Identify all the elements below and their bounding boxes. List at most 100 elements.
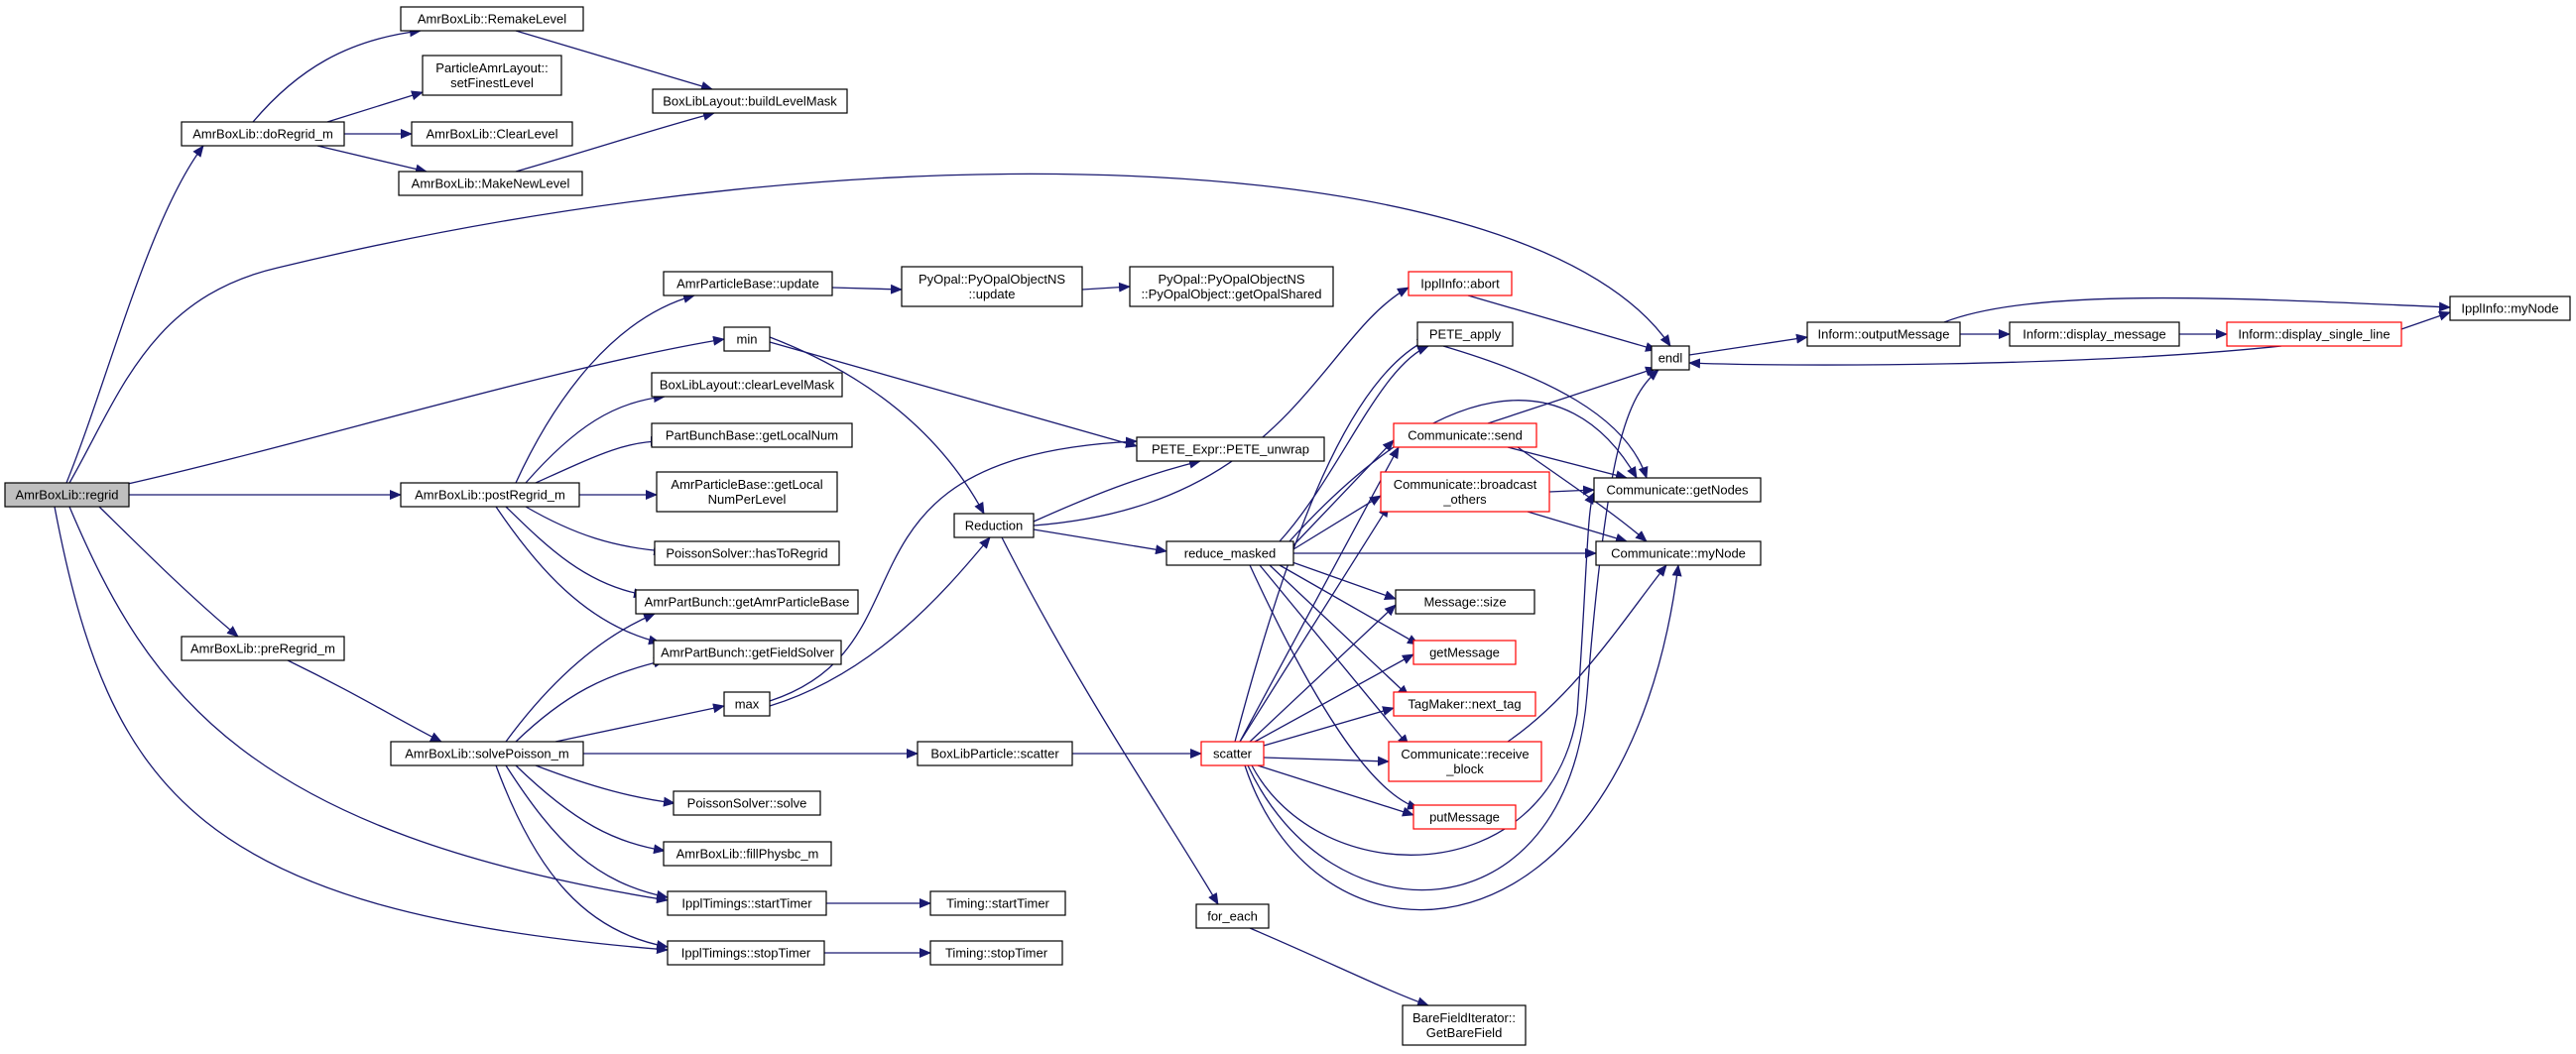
- node-endl[interactable]: endl: [1651, 345, 1690, 371]
- node-getFS[interactable]: AmrPartBunch::getFieldSolver: [653, 640, 842, 665]
- node-box: [1395, 589, 1535, 615]
- node-reduceMasked[interactable]: reduce_masked: [1165, 540, 1294, 566]
- node-broadcast[interactable]: Communicate::broadcast_others: [1380, 471, 1550, 513]
- node-setFinest[interactable]: ParticleAmrLayout::setFinestLevel: [422, 55, 562, 96]
- node-forEach[interactable]: for_each: [1195, 903, 1270, 929]
- node-getMsg[interactable]: getMessage: [1412, 640, 1517, 665]
- node-clearLevel[interactable]: AmrBoxLib::ClearLevel: [411, 121, 573, 147]
- node-box: [663, 841, 832, 867]
- node-box: [656, 471, 838, 513]
- node-min[interactable]: min: [723, 326, 771, 352]
- edge-makeNew-to-buildMask: [515, 111, 715, 173]
- edge-scatter-to-recvBlock: [1263, 756, 1390, 766]
- node-remake[interactable]: AmrBoxLib::RemakeLevel: [400, 6, 584, 32]
- node-box: [1393, 422, 1537, 448]
- edge-dispSingle-to-endl: [1688, 345, 2282, 369]
- node-preRegrid[interactable]: AmrBoxLib::preRegrid_m: [181, 636, 345, 661]
- node-box: [929, 940, 1063, 966]
- node-ampUpdate[interactable]: AmrParticleBase::update: [663, 271, 833, 296]
- edge-peteApply-to-getNodes: [1442, 345, 1649, 479]
- node-reduction[interactable]: Reduction: [953, 513, 1035, 538]
- node-box: [663, 271, 833, 296]
- node-label: AmrPartBunch::getFieldSolver: [661, 645, 835, 660]
- edge-regrid-to-endl: [68, 173, 1671, 484]
- node-psSolve[interactable]: PoissonSolver::solve: [673, 790, 821, 816]
- edge-preRegrid-to-solvePoisson: [287, 659, 442, 743]
- node-recvBlock[interactable]: Communicate::receive_block: [1388, 741, 1542, 782]
- node-label: Timing::startTimer: [946, 896, 1049, 911]
- node-getAmrPB[interactable]: AmrPartBunch::getAmrParticleBase: [635, 589, 859, 615]
- node-blpScatter[interactable]: BoxLibParticle::scatter: [917, 741, 1073, 766]
- node-label: ::update: [969, 287, 1016, 301]
- edge-scatter-to-myNodeC: [1244, 564, 1682, 911]
- node-label: getMessage: [1429, 645, 1500, 660]
- node-box: [398, 171, 583, 196]
- node-hasToRegrid[interactable]: PoissonSolver::hasToRegrid: [654, 540, 840, 566]
- node-putMsg[interactable]: putMessage: [1412, 804, 1517, 830]
- node-myNodeI[interactable]: IpplInfo::myNode: [2449, 295, 2571, 321]
- node-label: AmrBoxLib::RemakeLevel: [418, 12, 566, 27]
- node-unwrap[interactable]: PETE_Expr::PETE_unwrap: [1136, 436, 1325, 462]
- node-bareField[interactable]: BareFieldIterator::GetBareField: [1402, 1004, 1527, 1046]
- edge-postRegrid-to-getFS: [495, 506, 661, 645]
- node-box: [1416, 321, 1514, 347]
- node-tStart[interactable]: Timing::startTimer: [929, 890, 1066, 916]
- node-peteApply[interactable]: PETE_apply: [1416, 321, 1514, 347]
- node-label: AmrBoxLib::preRegrid_m: [190, 642, 335, 656]
- node-box: [1393, 691, 1536, 717]
- edge-scatter-to-putMsg: [1257, 764, 1414, 817]
- node-makeNew[interactable]: AmrBoxLib::MakeNewLevel: [398, 171, 583, 196]
- node-postRegrid[interactable]: AmrBoxLib::postRegrid_m: [400, 482, 580, 508]
- edge-solvePoisson-to-psSolve: [535, 764, 675, 807]
- node-pyUpdate[interactable]: PyOpal::PyOpalObjectNS::update: [901, 266, 1083, 307]
- edge-max-to-unwrap: [769, 436, 1138, 702]
- edge-min-to-reduction: [769, 336, 985, 515]
- node-box: [901, 266, 1083, 307]
- node-fillPhys[interactable]: AmrBoxLib::fillPhysbc_m: [663, 841, 832, 867]
- node-scatter[interactable]: scatter: [1200, 741, 1265, 766]
- node-label: Timing::stopTimer: [945, 946, 1048, 961]
- node-abort[interactable]: IpplInfo::abort: [1408, 271, 1513, 296]
- node-label: BoxLibLayout::clearLevelMask: [660, 378, 835, 393]
- node-label: AmrBoxLib::solvePoisson_m: [405, 747, 568, 761]
- node-solvePoisson[interactable]: AmrBoxLib::solvePoisson_m: [390, 741, 584, 766]
- node-dispSingle[interactable]: Inform::display_single_line: [2226, 321, 2402, 347]
- node-localNum[interactable]: PartBunchBase::getLocalNum: [651, 422, 853, 448]
- node-ipplStart[interactable]: IpplTimings::startTimer: [667, 890, 827, 916]
- node-label: PyOpal::PyOpalObjectNS: [1158, 272, 1304, 287]
- node-outputMsg[interactable]: Inform::outputMessage: [1806, 321, 1961, 347]
- node-doRegrid[interactable]: AmrBoxLib::doRegrid_m: [181, 121, 345, 147]
- edge-regrid-to-min: [118, 335, 725, 487]
- node-regrid[interactable]: AmrBoxLib::regrid: [4, 482, 130, 508]
- node-nextTag[interactable]: TagMaker::next_tag: [1393, 691, 1536, 717]
- edge-max-to-reduction: [769, 536, 991, 707]
- edge-postRegrid-to-localNum: [535, 436, 663, 484]
- node-pyShared[interactable]: PyOpal::PyOpalObjectNS::PyOpalObject::ge…: [1129, 266, 1334, 307]
- node-tStop[interactable]: Timing::stopTimer: [929, 940, 1063, 966]
- node-buildMask[interactable]: BoxLibLayout::buildLevelMask: [652, 88, 848, 114]
- node-box: [181, 636, 345, 661]
- edge-reduction-to-abort: [1033, 287, 1410, 527]
- node-msgSize[interactable]: Message::size: [1395, 589, 1535, 615]
- node-box: [1402, 1004, 1527, 1046]
- node-clearMask[interactable]: BoxLibLayout::clearLevelMask: [651, 372, 843, 398]
- node-box: [1806, 321, 1961, 347]
- node-myNodeC[interactable]: Communicate::myNode: [1595, 540, 1762, 566]
- node-box: [1195, 903, 1270, 929]
- node-label: PoissonSolver::hasToRegrid: [666, 546, 827, 561]
- node-box: [654, 540, 840, 566]
- node-dispMsg[interactable]: Inform::display_message: [2009, 321, 2180, 347]
- edge-ampUpdate-to-pyUpdate: [831, 284, 903, 294]
- node-ipplStop[interactable]: IpplTimings::stopTimer: [667, 940, 825, 966]
- node-box: [1408, 271, 1513, 296]
- edge-reduceMasked-to-msgSize: [1288, 560, 1397, 601]
- node-max[interactable]: max: [723, 691, 771, 717]
- node-label: PyOpal::PyOpalObjectNS: [919, 272, 1065, 287]
- node-send[interactable]: Communicate::send: [1393, 422, 1537, 448]
- node-box: [411, 121, 573, 147]
- edge-min-to-unwrap: [769, 341, 1138, 448]
- node-label: Communicate::broadcast: [1394, 477, 1537, 492]
- node-getNodes[interactable]: Communicate::getNodes: [1593, 477, 1762, 503]
